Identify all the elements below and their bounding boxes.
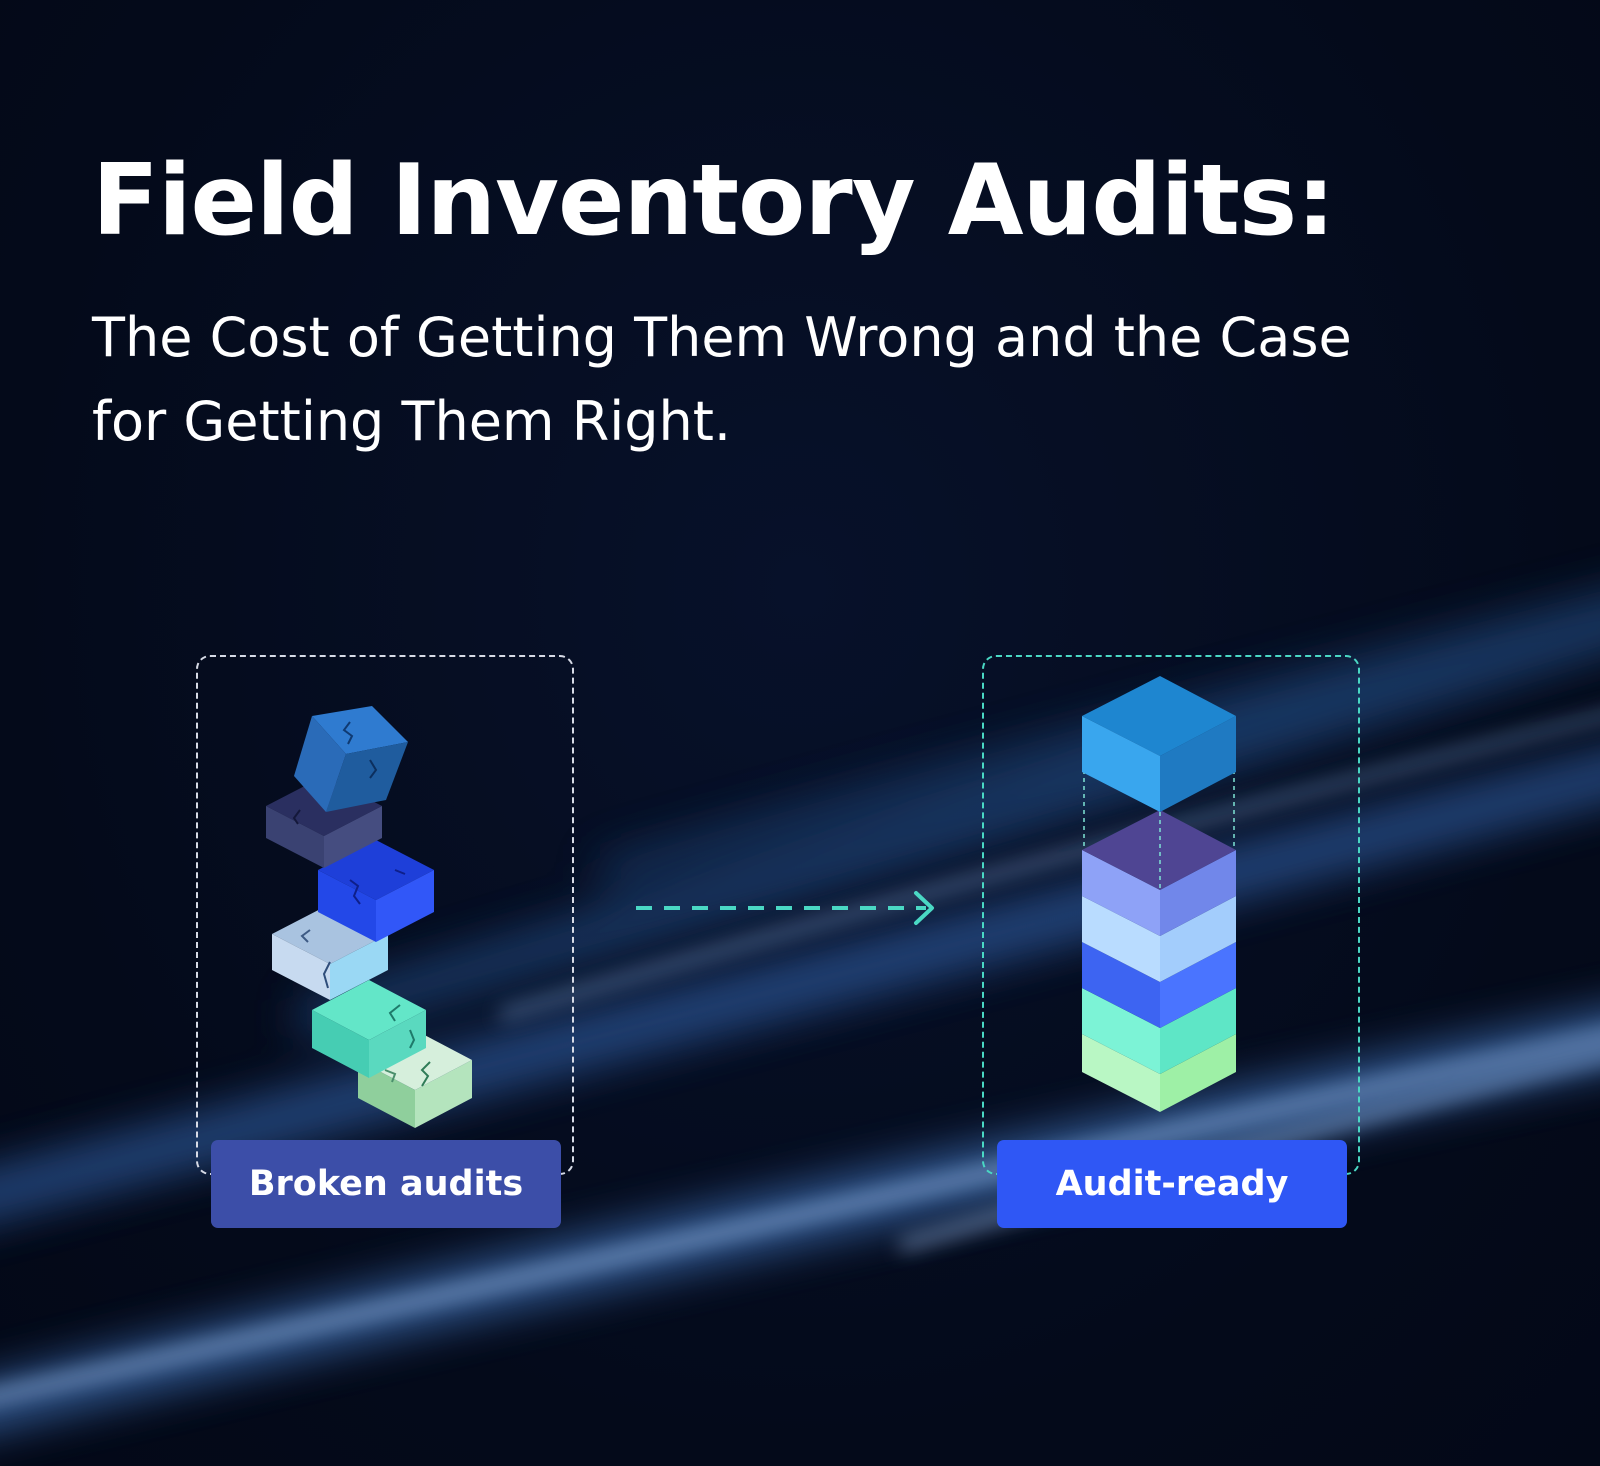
dashed-arrow-right-icon bbox=[636, 891, 934, 925]
audit-ready-badge: Audit-ready bbox=[997, 1140, 1347, 1228]
stacked-blocks-icon bbox=[1082, 676, 1236, 1112]
page-subtitle: The Cost of Getting Them Wrong and the C… bbox=[92, 306, 1352, 453]
broken-audits-badge: Broken audits bbox=[211, 1140, 561, 1228]
page-title: Field Inventory Audits: bbox=[92, 144, 1335, 258]
broken-block-stack-icon bbox=[266, 706, 472, 1128]
